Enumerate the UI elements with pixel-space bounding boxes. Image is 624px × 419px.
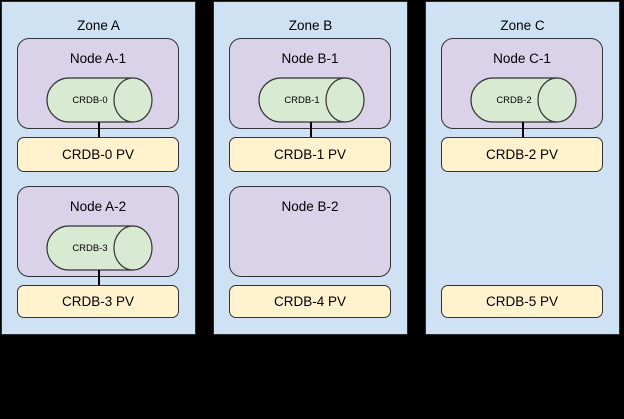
node-b-1: Node B-1 CRDB-1 <box>229 38 391 129</box>
node-a-1: Node A-1 CRDB-0 <box>17 38 179 129</box>
crdb-pod: CRDB-3 <box>46 225 153 271</box>
zone-a: Zone A Node A-1 CRDB-0 CRDB-0 PV Node A-… <box>1 1 196 335</box>
node-c-1: Node C-1 CRDB-2 <box>441 38 603 129</box>
crdb-pod: CRDB-0 <box>46 77 153 123</box>
pod-label: CRDB-3 <box>72 242 108 254</box>
node-label: Node C-1 <box>493 51 551 66</box>
connector-line <box>522 122 524 137</box>
zone-b: Zone B Node B-1 CRDB-1 CRDB-1 PV Node B-… <box>213 1 408 335</box>
node-label: Node B-1 <box>281 51 339 66</box>
pod-label: CRDB-0 <box>72 94 108 106</box>
node-a-2: Node A-2 CRDB-3 <box>17 186 179 277</box>
pv-box: CRDB-5 PV <box>441 285 603 318</box>
crdb-pod: CRDB-1 <box>258 77 365 123</box>
zone-title: Zone B <box>288 18 333 33</box>
node-b-2: Node B-2 <box>229 186 391 277</box>
zone-c: Zone C Node C-1 CRDB-2 CRDB-2 PV CRDB-5 … <box>425 1 620 335</box>
node-label: Node A-2 <box>69 199 127 214</box>
pv-box: CRDB-2 PV <box>441 137 603 172</box>
connector-line <box>98 122 100 137</box>
connector-line <box>310 122 312 137</box>
database-cylinder-icon <box>470 77 577 123</box>
node-label: Node B-2 <box>281 199 339 214</box>
pv-box: CRDB-1 PV <box>229 137 391 172</box>
pv-box: CRDB-4 PV <box>229 285 391 318</box>
connector-line <box>98 270 100 285</box>
node-label: Node A-1 <box>69 51 127 66</box>
pv-box: CRDB-3 PV <box>17 285 179 318</box>
database-cylinder-icon <box>258 77 365 123</box>
zone-title: Zone A <box>77 18 120 33</box>
crdb-pod: CRDB-2 <box>470 77 577 123</box>
database-cylinder-icon <box>46 77 153 123</box>
database-cylinder-icon <box>46 225 153 271</box>
pod-label: CRDB-2 <box>496 94 532 106</box>
zone-title: Zone C <box>500 18 545 33</box>
pod-label: CRDB-1 <box>284 94 320 106</box>
pv-box: CRDB-0 PV <box>17 137 179 172</box>
